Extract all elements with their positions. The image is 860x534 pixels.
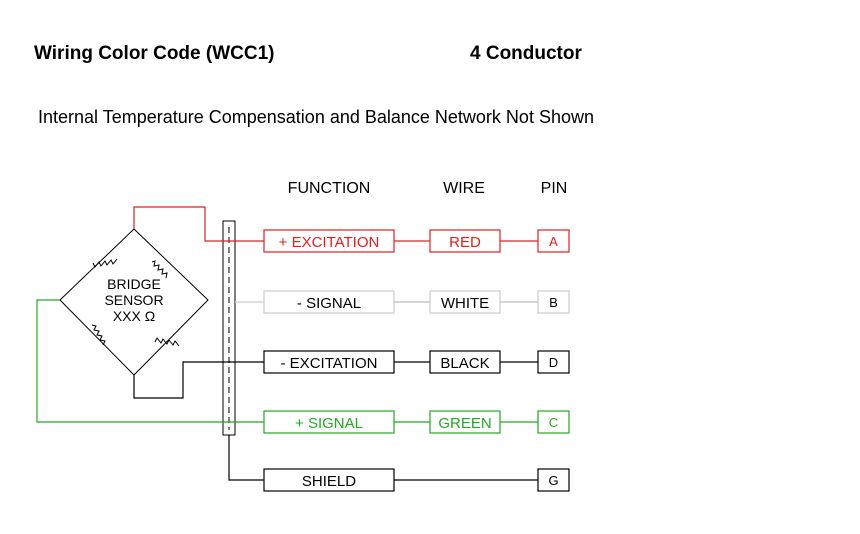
bridge-label-line1: BRIDGE [107, 276, 161, 292]
resistor-symbol [92, 258, 118, 268]
function-label: + SIGNAL [295, 415, 363, 432]
pin-label: A [549, 234, 558, 249]
function-label: - EXCITATION [281, 355, 378, 372]
conductor-label: 4 Conductor [470, 43, 582, 64]
function-label: SHIELD [302, 473, 356, 490]
wire-label: WHITE [441, 295, 489, 312]
pin-box [537, 468, 570, 492]
black-wire [133, 361, 264, 399]
pin-box [537, 350, 570, 374]
pin-box [537, 229, 570, 253]
wire-label: GREEN [438, 415, 491, 432]
wire-label: RED [449, 234, 481, 251]
function-label: + EXCITATION [279, 234, 380, 251]
pin-box [537, 290, 570, 314]
pin-label: B [549, 295, 558, 310]
pin-label: C [549, 415, 558, 430]
wire-label: BLACK [440, 355, 489, 372]
function-label: - SIGNAL [297, 295, 361, 312]
column-header-wire: WIRE [443, 180, 485, 197]
resistor-symbol [151, 260, 168, 279]
bridge-label-line2: SENSOR [104, 292, 163, 308]
resistor-symbol [91, 324, 106, 346]
column-header-function: FUNCTION [288, 180, 371, 197]
pin-label: G [548, 473, 558, 488]
green-wire [36, 299, 264, 423]
column-header-pin: PIN [541, 180, 568, 197]
resistor-symbol [154, 337, 180, 347]
red-wire [133, 206, 264, 242]
pin-box [537, 410, 570, 434]
pin-label: D [549, 355, 558, 370]
shield-wire [228, 435, 264, 481]
page-title: Wiring Color Code (WCC1) [34, 43, 275, 64]
note-text: Internal Temperature Compensation and Ba… [38, 107, 594, 127]
bridge-label-line3: XXX Ω [113, 308, 155, 324]
